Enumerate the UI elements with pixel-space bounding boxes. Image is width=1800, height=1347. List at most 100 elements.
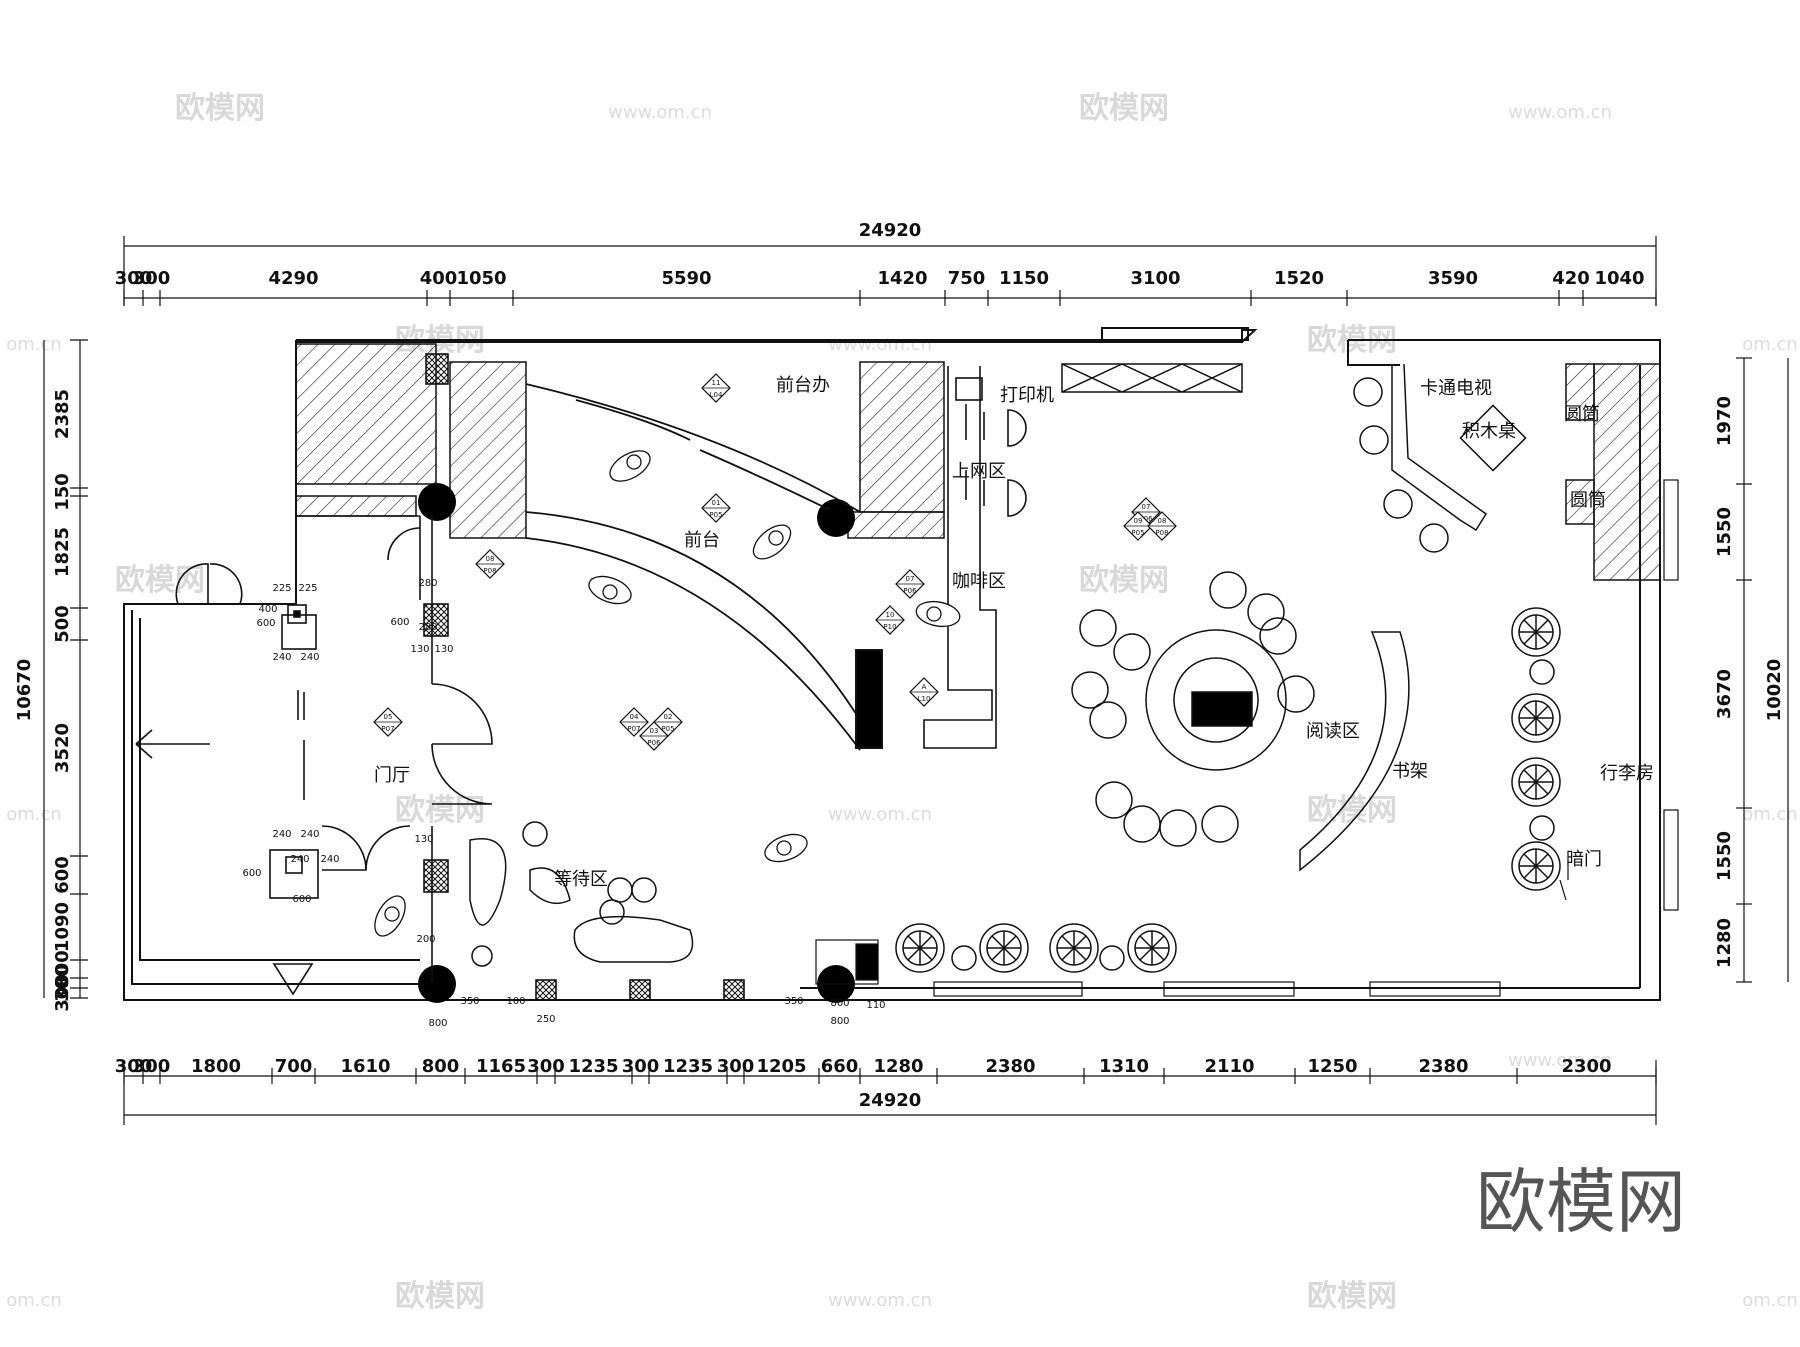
inner-dimension-label: 350	[460, 996, 479, 1007]
dimension-label: 2110	[1204, 1056, 1254, 1077]
room-coffee-area: 咖啡区	[952, 571, 1006, 592]
watermark-url: www.om.cn	[1508, 1050, 1612, 1071]
inner-dimension-label: 800	[830, 998, 849, 1009]
reading-chair	[1113, 633, 1151, 671]
index-tag-code: P07	[381, 725, 394, 733]
watermark-logo: 欧模网	[1079, 563, 1169, 598]
inner-dimension-label: 600	[242, 868, 261, 879]
inner-dimension-label: 800	[830, 1016, 849, 1027]
room-labels: 前台办 打印机 上网区 前台 咖啡区 卡通电视 积木桌 圆筒 圆筒 门厅 等待区…	[374, 375, 1654, 890]
index-tag-number: 07	[906, 575, 915, 583]
dimension-label: 700	[275, 1056, 313, 1077]
drum-chair	[979, 923, 1029, 973]
dimension-label: 2380	[1418, 1056, 1468, 1077]
watermark-url-short: om.cn	[6, 334, 62, 355]
dimension-label: 1150	[999, 268, 1049, 289]
right-dimension-ticks	[1736, 357, 1752, 983]
room-waiting-area: 等待区	[554, 869, 608, 890]
left-dimension-ticks	[70, 339, 88, 999]
dimension-label: 1090	[52, 902, 73, 952]
dimension-label: 300	[717, 1056, 755, 1077]
dimension-label: 1205	[756, 1056, 806, 1077]
watermark-logo: 欧模网	[1079, 91, 1169, 126]
room-internet-area: 上网区	[952, 461, 1006, 482]
reception-counter	[525, 383, 883, 751]
dimension-labels: 24920 24920 10670 10020	[14, 220, 1785, 1111]
room-cylinder-2: 圆筒	[1570, 490, 1606, 511]
dimension-label: 750	[948, 268, 986, 289]
dimension-label: 1825	[52, 527, 73, 577]
watermark-logo: 欧模网	[395, 793, 485, 828]
inner-dimension-label: 225	[272, 583, 291, 594]
reading-chair	[1259, 617, 1297, 655]
dimension-label: 1550	[1714, 507, 1735, 557]
room-block-table: 积木桌	[1462, 421, 1516, 442]
inner-dimension-label: 250	[536, 1014, 555, 1025]
dimension-label: 300	[52, 974, 73, 1012]
dimension-label: 1040	[1594, 268, 1644, 289]
dimension-label: 1610	[340, 1056, 390, 1077]
dimension-label: 300	[133, 1056, 171, 1077]
reading-chair	[1089, 701, 1127, 739]
reading-chair	[1201, 805, 1239, 843]
dimension-label: 1310	[1099, 1056, 1149, 1077]
drum-chair	[1511, 607, 1561, 657]
watermark-url-short: om.cn	[1742, 1290, 1798, 1311]
dimension-label: 300	[527, 1056, 565, 1077]
inner-dimension-label: 800	[428, 1018, 447, 1029]
window-wall	[815, 479, 1679, 997]
dimension-label: 2380	[985, 1056, 1035, 1077]
column	[418, 483, 456, 521]
dimension-label: 300	[52, 964, 73, 1002]
top-total-dim: 24920	[859, 220, 922, 241]
dimension-label: 500	[52, 605, 73, 643]
index-tag-code: L04	[710, 391, 723, 399]
reading-area-furniture	[1071, 571, 1410, 872]
stool	[1529, 815, 1555, 841]
left-total-dim: 10670	[14, 659, 35, 722]
index-tag-code: L10	[918, 695, 931, 703]
index-tag-number: 03	[650, 727, 659, 735]
bottom-dimension-ticks	[123, 1068, 1657, 1084]
index-tag-number: 08	[1158, 517, 1167, 525]
room-cylinder-1: 圆筒	[1564, 404, 1600, 425]
dimension-label: 300	[115, 268, 153, 289]
room-reception: 前台	[684, 530, 720, 551]
dimension-label: 150	[52, 473, 73, 511]
inner-dimension-label: 130	[410, 644, 429, 655]
watermark-logo: 欧模网	[175, 91, 265, 126]
drum-chair	[1511, 841, 1561, 891]
room-reading-area: 阅读区	[1306, 721, 1360, 742]
watermark-url: www.om.cn	[828, 1290, 932, 1311]
dimension-label: 1280	[1714, 918, 1735, 968]
drum-chair	[1511, 693, 1561, 743]
brand-logo: 欧模网	[1476, 1161, 1686, 1243]
dimension-label: 800	[422, 1056, 460, 1077]
inner-dimension-label: 350	[784, 996, 803, 1007]
watermark-url-short: om.cn	[6, 804, 62, 825]
dimension-label: 420	[1552, 268, 1590, 289]
watermark-url-short: om.cn	[1742, 804, 1798, 825]
inner-dimension-label: 240	[300, 829, 319, 840]
index-tag-number: A	[922, 683, 927, 691]
index-tag-number: 05	[384, 713, 393, 721]
inner-dimension-label: 280	[418, 622, 437, 633]
watermark-url-short: om.cn	[1742, 334, 1798, 355]
inner-dimension-label: 240	[320, 854, 339, 865]
index-tag: A L10	[909, 677, 939, 707]
index-tag-number: 09	[1134, 517, 1143, 525]
service-counter	[923, 366, 1027, 749]
reading-chair	[1159, 809, 1197, 847]
inner-dimension-label: 200	[416, 934, 435, 945]
index-tag-number: 04	[630, 713, 639, 721]
drum-chair	[1127, 923, 1177, 973]
dimension-label: 1520	[1274, 268, 1324, 289]
